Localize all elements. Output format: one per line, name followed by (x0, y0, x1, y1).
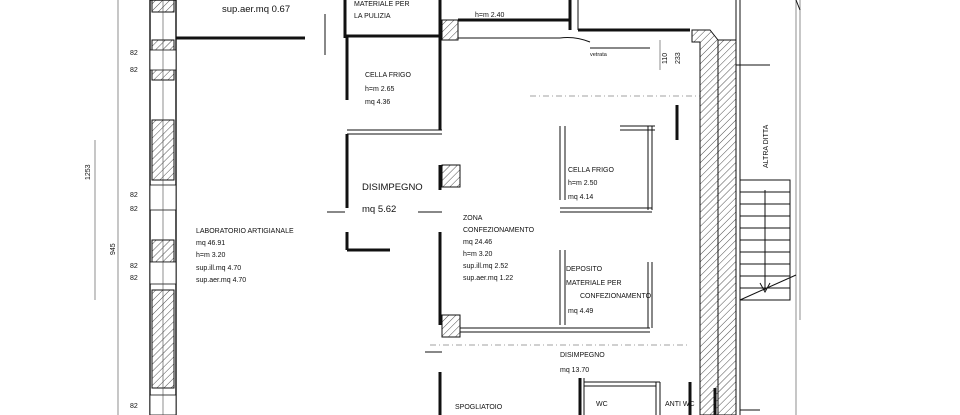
dim-82: 82 (130, 192, 138, 199)
staircase (739, 179, 797, 301)
wc-label: WC (596, 401, 608, 408)
disimpegno2-mq: mq 13.70 (560, 367, 589, 374)
disimpegno1-name: DISIMPEGNO (362, 182, 423, 193)
dim-82: 82 (130, 403, 138, 410)
cella1-name: CELLA FRIGO (365, 72, 411, 79)
doccia-h: h=m 2.40 (475, 12, 504, 19)
conf-mq: mq 24.46 (463, 239, 492, 246)
room-labels: sup.aer.mq 0.67 MATERIALE PER LA PULIZIA… (196, 1, 770, 411)
disimpegno1-mq: mq 5.62 (362, 204, 396, 215)
lab-aer: sup.aer.mq 4.70 (196, 277, 246, 284)
pulizia-line2: LA PULIZIA (354, 13, 391, 20)
deposito-mq: mq 4.49 (568, 308, 593, 315)
lab-mq: mq 46.91 (196, 240, 225, 247)
cella1-mq: mq 4.36 (365, 99, 390, 106)
conf-h: h=m 3.20 (463, 251, 492, 258)
left-exterior-wall (149, 0, 177, 415)
dim-82: 82 (130, 50, 138, 57)
cella2-name: CELLA FRIGO (568, 167, 614, 174)
conf-line2: CONFEZIONAMENTO (463, 227, 535, 234)
altra-ditta-label: ALTRA DITTA (763, 124, 770, 168)
dim-82: 82 (130, 263, 138, 270)
deposito-line2: MATERIALE PER (566, 280, 622, 287)
pulizia-line1: MATERIALE PER (354, 1, 410, 8)
lab-top-aer: sup.aer.mq 0.67 (222, 4, 290, 15)
dim-1253: 1253 (85, 164, 92, 180)
lab-name: LABORATORIO ARTIGIANALE (196, 228, 294, 235)
disimpegno2-name: DISIMPEGNO (560, 352, 605, 359)
conf-ill: sup.ill.mq 2.52 (463, 263, 508, 270)
section-guides (430, 95, 700, 346)
spogliatoio-label: SPOGLIATOIO (455, 404, 503, 411)
cella2-h: h=m 2.50 (568, 180, 597, 187)
vetrata-label: vetrata (590, 52, 608, 58)
anti-wc-label: ANTI WC (665, 401, 695, 408)
conf-aer: sup.aer.mq 1.22 (463, 275, 513, 282)
dim-82: 82 (130, 275, 138, 282)
dim-945: 945 (110, 243, 117, 255)
right-exterior-wall: 110 233 (659, 0, 801, 415)
conf-line1: ZONA (463, 215, 483, 222)
lab-ill: sup.ill.mq 4.70 (196, 265, 241, 272)
deposito-line1: DEPOSITO (566, 266, 603, 273)
dim-233: 233 (675, 52, 682, 64)
dim-82: 82 (130, 206, 138, 213)
deposito-line3: CONFEZIONAMENTO (580, 293, 652, 300)
cella2-mq: mq 4.14 (568, 194, 593, 201)
lab-h: h=m 3.20 (196, 252, 225, 259)
cella1-h: h=m 2.65 (365, 86, 394, 93)
dim-110: 110 (662, 53, 669, 64)
left-dimension-chain: 82 82 82 82 82 82 82 1253 945 (85, 0, 138, 415)
dim-82: 82 (130, 67, 138, 74)
internal-walls (176, 0, 717, 415)
